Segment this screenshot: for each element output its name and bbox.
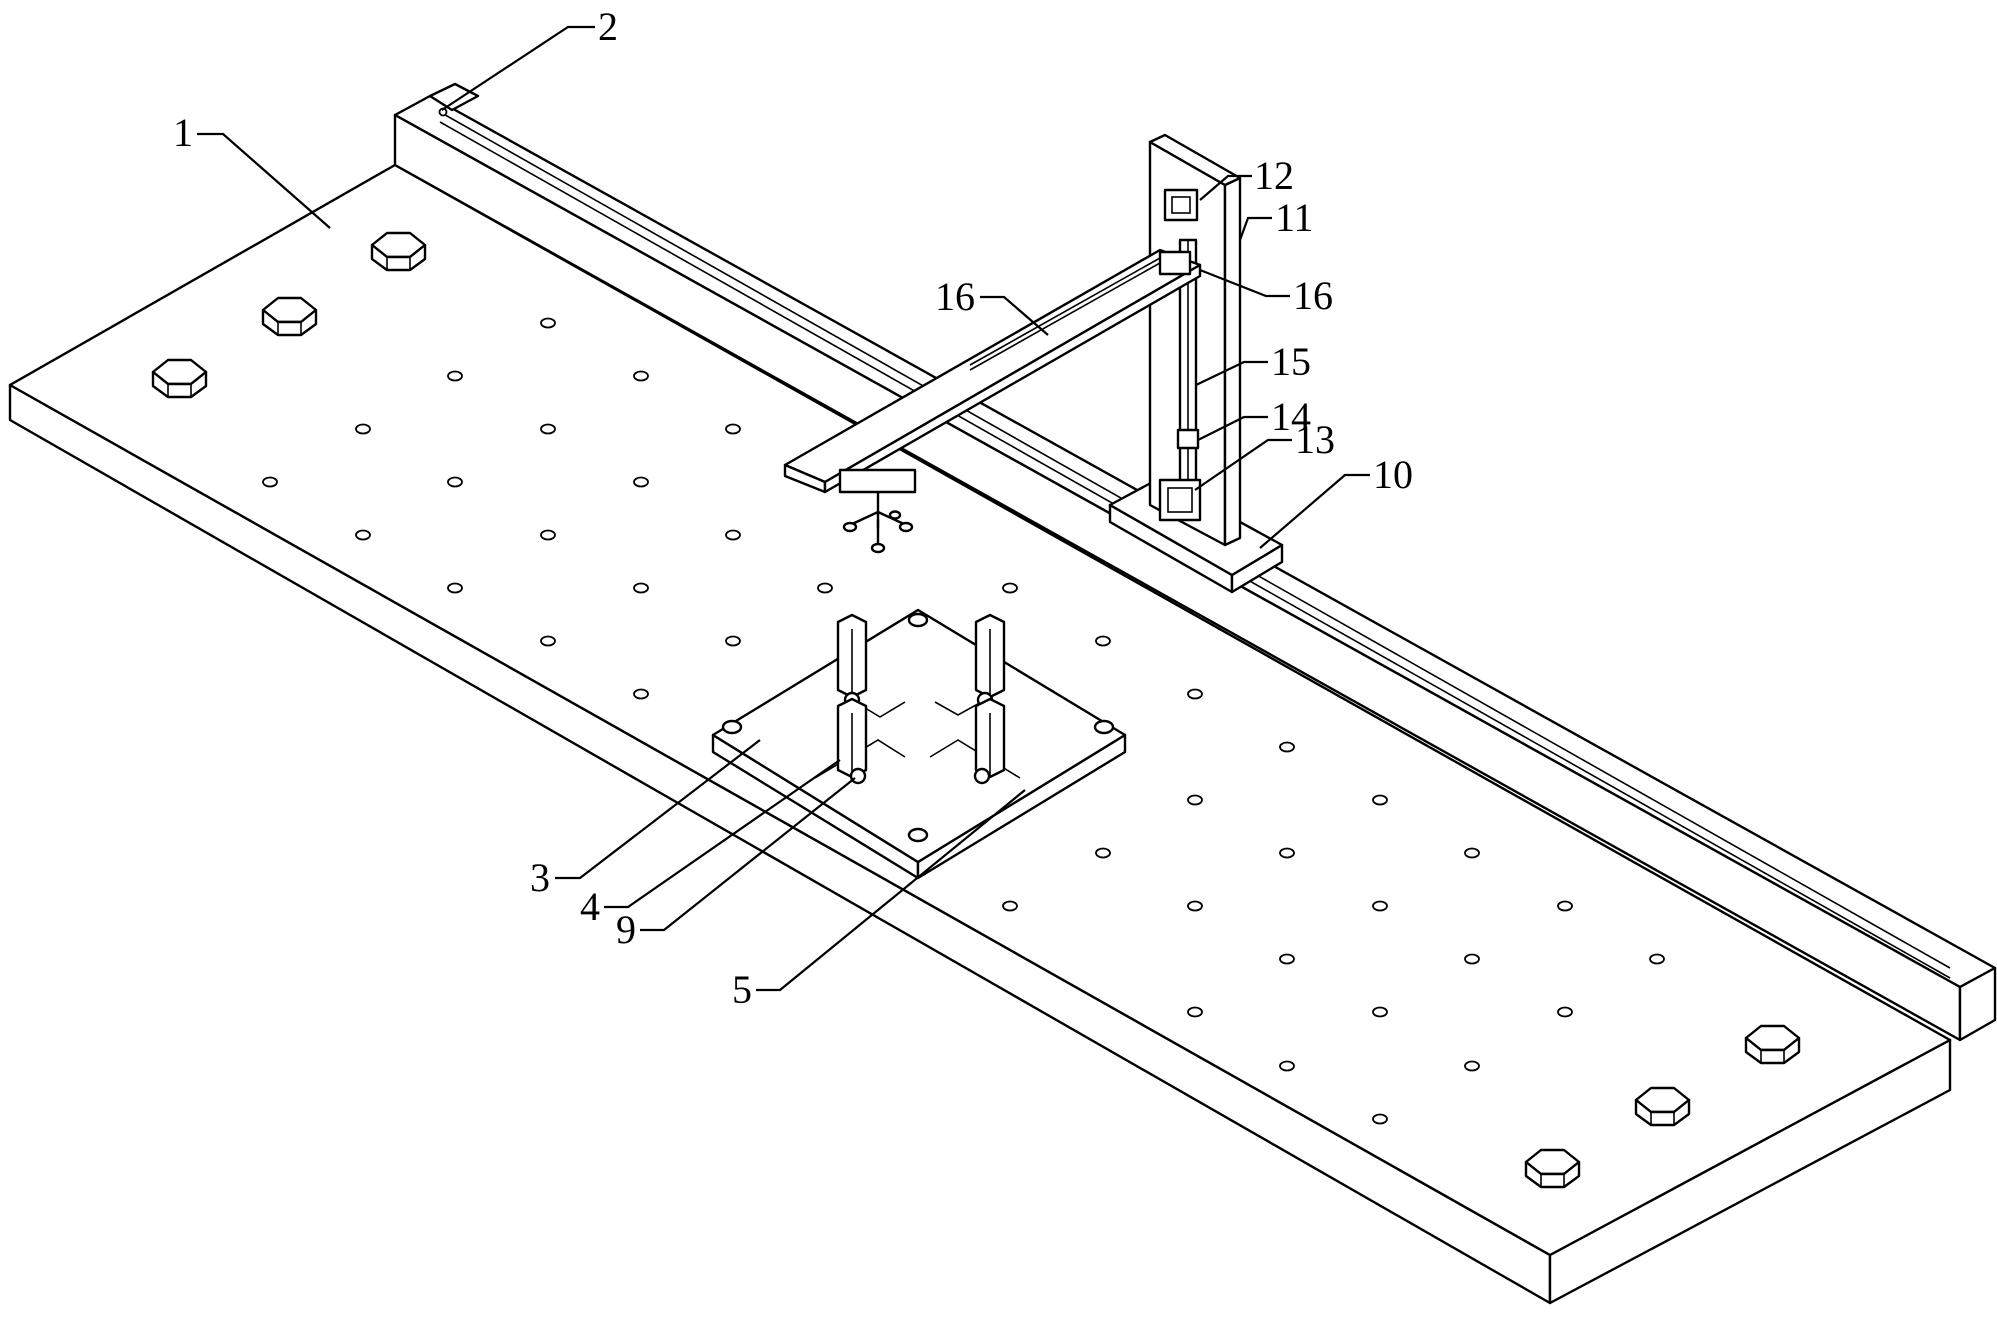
mounting-hole bbox=[1280, 1062, 1294, 1071]
mounting-hole bbox=[1096, 849, 1110, 858]
mounting-hole bbox=[1280, 955, 1294, 964]
mounting-hole bbox=[1373, 796, 1387, 805]
mounting-hole bbox=[1373, 1115, 1387, 1124]
hex-nut-3 bbox=[153, 360, 206, 397]
column-plate-side bbox=[1225, 178, 1240, 545]
mounting-hole bbox=[634, 478, 648, 487]
mounting-hole bbox=[1465, 1062, 1479, 1071]
mounting-hole bbox=[1650, 955, 1664, 964]
mounting-hole bbox=[1003, 902, 1017, 911]
mounting-hole bbox=[818, 584, 832, 593]
hex-nut-6 bbox=[1526, 1150, 1579, 1187]
mounting-hole bbox=[448, 584, 462, 593]
hex-nut-2 bbox=[263, 298, 316, 335]
column-slider bbox=[1178, 430, 1198, 448]
mounting-hole bbox=[634, 690, 648, 699]
mounting-hole bbox=[1373, 1008, 1387, 1017]
mounting-hole bbox=[1558, 902, 1572, 911]
mounting-hole bbox=[541, 425, 555, 434]
mounting-hole bbox=[1188, 690, 1202, 699]
mounting-hole bbox=[541, 531, 555, 540]
mounting-hole bbox=[726, 637, 740, 646]
fixture-post-back-left bbox=[838, 615, 866, 707]
mounting-hole bbox=[1188, 1008, 1202, 1017]
leader-10 bbox=[1260, 475, 1370, 548]
mounting-hole bbox=[263, 478, 277, 487]
mounting-hole bbox=[726, 425, 740, 434]
mounting-hole bbox=[448, 478, 462, 487]
mounting-hole bbox=[448, 372, 462, 381]
leader-11 bbox=[1240, 218, 1272, 240]
hex-nut-1 bbox=[372, 233, 425, 270]
label-9: 9 bbox=[616, 907, 636, 952]
fixture-post-back-right bbox=[976, 615, 1004, 707]
mounting-hole bbox=[1373, 902, 1387, 911]
mounting-hole bbox=[1003, 584, 1017, 593]
label-5: 5 bbox=[732, 967, 752, 1012]
label-3: 3 bbox=[530, 855, 550, 900]
mounting-hole bbox=[1465, 955, 1479, 964]
mounting-hole bbox=[356, 425, 370, 434]
label-1: 1 bbox=[173, 110, 193, 155]
label-16-right: 16 bbox=[1293, 273, 1333, 318]
hex-nut-5 bbox=[1636, 1088, 1689, 1125]
label-4: 4 bbox=[580, 884, 600, 929]
bottom-motor-block bbox=[1160, 480, 1200, 520]
mounting-hole bbox=[1188, 902, 1202, 911]
mounting-hole bbox=[1280, 743, 1294, 752]
label-10: 10 bbox=[1373, 452, 1413, 497]
hex-nut-4 bbox=[1746, 1026, 1799, 1063]
top-motor-block bbox=[1165, 190, 1197, 220]
mounting-hole bbox=[541, 319, 555, 328]
mounting-hole bbox=[1465, 849, 1479, 858]
fixture-post-front-right bbox=[975, 699, 1004, 783]
mounting-hole bbox=[1096, 637, 1110, 646]
mounting-hole bbox=[726, 531, 740, 540]
mounting-hole bbox=[541, 637, 555, 646]
label-11: 11 bbox=[1275, 195, 1314, 240]
mounting-hole bbox=[634, 584, 648, 593]
label-16-left: 16 bbox=[935, 274, 975, 319]
mounting-hole bbox=[634, 372, 648, 381]
mounting-hole bbox=[1280, 849, 1294, 858]
mounting-hole bbox=[356, 531, 370, 540]
label-2: 2 bbox=[598, 4, 618, 49]
mounting-hole bbox=[1558, 1008, 1572, 1017]
label-12: 12 bbox=[1254, 153, 1294, 198]
arm-mount-block bbox=[1160, 252, 1190, 274]
mounting-hole bbox=[1188, 796, 1202, 805]
label-14: 14 bbox=[1271, 394, 1311, 439]
label-15: 15 bbox=[1271, 339, 1311, 384]
fixture-post-front-left bbox=[838, 699, 866, 783]
